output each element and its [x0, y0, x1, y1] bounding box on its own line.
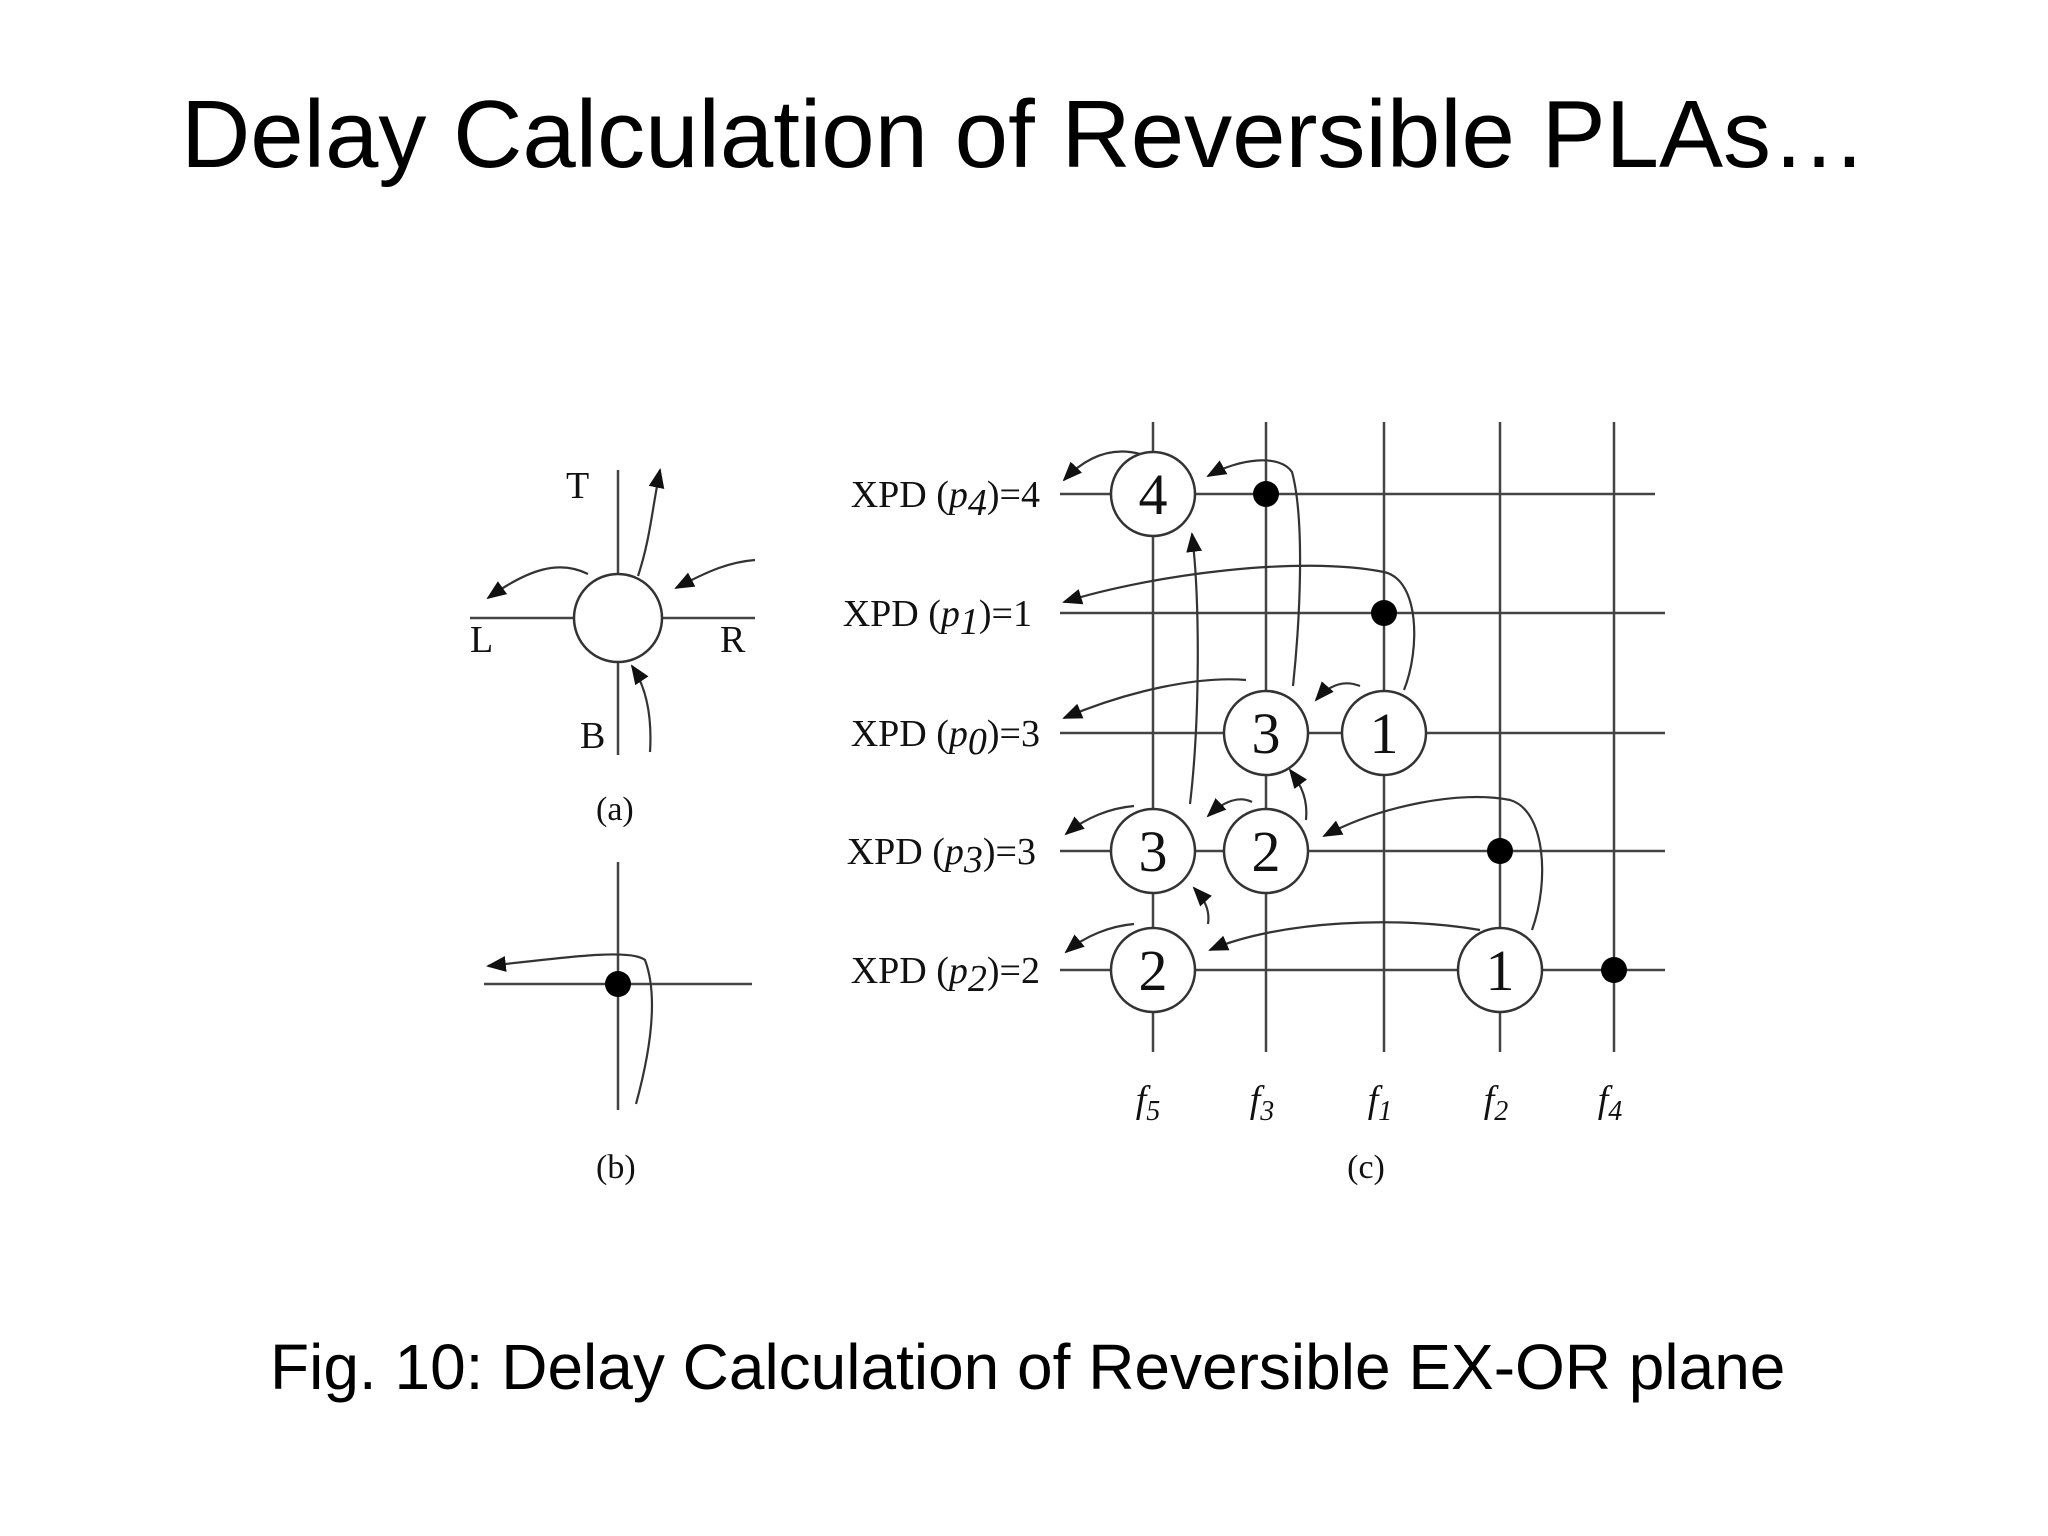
arrow-p0-out: [1062, 678, 1247, 720]
row-label-p2-sub: 2: [968, 958, 987, 1000]
col-label-f5-sub: 5: [1146, 1096, 1160, 1127]
panel-a-arrow-left: [486, 566, 589, 600]
col-label-f1: f1: [1368, 1079, 1393, 1127]
row-label-p3-prefix: XPD (: [847, 831, 945, 873]
panel-a-label-right: R: [720, 619, 746, 661]
row-label-p1: XPD (p1)=1: [843, 593, 1032, 643]
slide-title: Delay Calculation of Reversible PLAs…: [180, 81, 1868, 188]
row-label-p4-prefix: XPD (: [851, 474, 949, 516]
node-value-p0-f1: 1: [1370, 701, 1399, 766]
arrow-p3-out: [1064, 804, 1135, 836]
row-label-p4-var: p: [946, 474, 968, 516]
dot-p3-f2: [1487, 838, 1513, 864]
col-label-f4: f4: [1598, 1079, 1623, 1127]
row-label-p1-prefix: XPD (: [843, 593, 941, 635]
arrow-p2-out: [1064, 922, 1135, 954]
panel-a-caption: (a): [596, 791, 634, 828]
col-label-f5: f5: [1136, 1079, 1161, 1127]
panel-a-node: [572, 572, 664, 664]
node-value-p2-f2: 1: [1486, 938, 1515, 1003]
row-label-p3-suffix: )=3: [983, 831, 1036, 873]
row-label-p4-suffix: )=4: [987, 474, 1040, 516]
row-label-p4-sub: 4: [968, 482, 987, 524]
node-p2-f5: [1109, 926, 1197, 1014]
node-value-p3-f3: 2: [1252, 819, 1281, 884]
col-label-f3-sub: 3: [1259, 1096, 1274, 1127]
panel-a-arrow-bottom: [630, 664, 652, 753]
row-label-p2-var: p: [946, 950, 968, 992]
panel-b: (b): [484, 862, 752, 1186]
row-label-p3: XPD (p3)=3: [847, 831, 1036, 881]
row-label-p2-prefix: XPD (: [851, 950, 949, 992]
panel-c: 4 3 1 3 2 2 1 XPD (p4)=4 XPD (p1)=1 XPD …: [843, 422, 1665, 1186]
row-label-p0-prefix: XPD (: [851, 713, 949, 755]
figure-caption: Fig. 10: Delay Calculation of Reversible…: [270, 1331, 1786, 1403]
node-value-p2-f5: 2: [1139, 938, 1168, 1003]
node-p3-f3: [1222, 807, 1310, 895]
node-p2-f2: [1456, 926, 1544, 1014]
arrow-f1-to-f3: [1314, 681, 1361, 702]
row-label-p0-sub: 0: [968, 721, 987, 763]
row-label-p4: XPD (p4)=4: [851, 474, 1040, 524]
panel-a-label-bottom: B: [580, 715, 605, 757]
arrow-f2-to-p3: [1322, 795, 1544, 931]
arrow-p2-up: [1192, 886, 1212, 925]
row-label-p1-sub: 1: [960, 601, 979, 643]
arrow-f3-to-p4: [1206, 459, 1302, 687]
col-label-f3: f3: [1250, 1079, 1275, 1127]
col-label-f1-sub: 1: [1378, 1096, 1392, 1127]
row-label-p2: XPD (p2)=2: [851, 950, 1040, 1000]
arrow-f2-to-p2: [1208, 921, 1481, 952]
row-label-p1-suffix: )=1: [979, 593, 1032, 635]
arrow-f3-to-f5: [1206, 798, 1253, 818]
node-value-p4-f5: 4: [1139, 462, 1168, 527]
node-p0-f3: [1222, 689, 1310, 777]
row-label-p0: XPD (p0)=3: [851, 713, 1040, 763]
row-label-p3-var: p: [942, 831, 964, 873]
row-label-p0-var: p: [946, 713, 968, 755]
dot-p1-f1: [1371, 600, 1397, 626]
col-label-f2: f2: [1484, 1079, 1509, 1127]
row-label-p3-sub: 3: [963, 839, 983, 881]
row-label-p1-var: p: [938, 593, 960, 635]
dot-p4-f3: [1253, 481, 1279, 507]
panel-a-arrow-top: [636, 468, 665, 577]
dot-p2-f4: [1601, 957, 1627, 983]
arrow-p4-out: [1062, 450, 1141, 482]
node-p4-f5: [1109, 450, 1197, 538]
col-label-f2-sub: 2: [1494, 1096, 1508, 1127]
node-value-p3-f5: 3: [1139, 819, 1168, 884]
arrow-p1-out: [1062, 564, 1416, 691]
panel-a-label-top: T: [566, 465, 589, 507]
panel-c-caption: (c): [1347, 1149, 1385, 1186]
node-value-p0-f3: 3: [1252, 701, 1281, 766]
row-label-p2-suffix: )=2: [987, 950, 1040, 992]
panel-b-arrow: [486, 953, 654, 1105]
panel-a: T L R B (a): [470, 465, 756, 828]
node-p3-f5: [1109, 807, 1197, 895]
col-label-f4-sub: 4: [1608, 1096, 1622, 1127]
row-label-p0-suffix: )=3: [987, 713, 1040, 755]
arrow-p3-to-p4: [1186, 532, 1203, 805]
panel-b-dot: [605, 971, 631, 997]
panel-a-arrow-right: [674, 558, 756, 589]
panel-b-caption: (b): [596, 1149, 636, 1186]
arrow-p3-up: [1288, 768, 1308, 821]
node-p0-f1: [1340, 689, 1428, 777]
panel-a-label-left: L: [470, 619, 493, 661]
